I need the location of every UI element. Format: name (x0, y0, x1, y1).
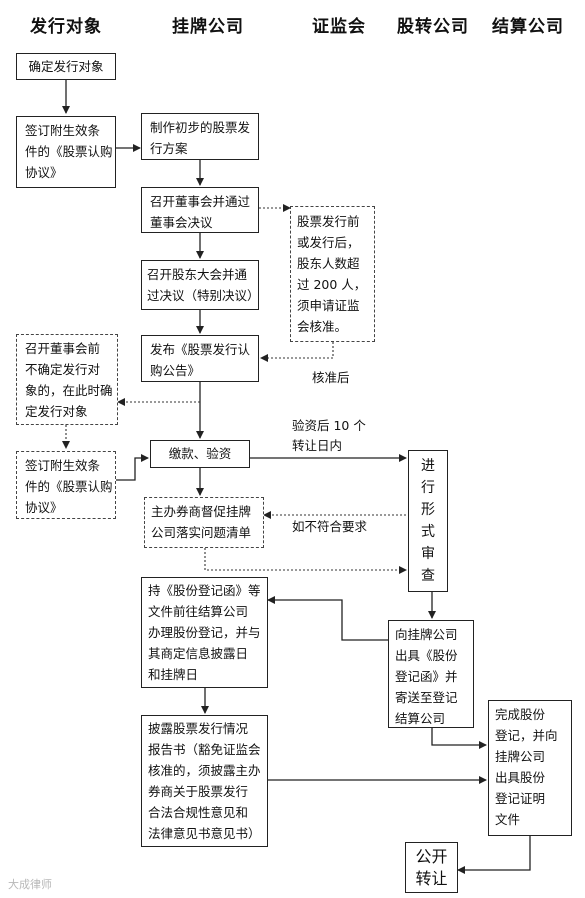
header-csrc: 证监会 (312, 17, 366, 37)
box-complete-share-registration: 完成股份 登记，并向 挂牌公司 出具股份 登记证明 文件 (488, 700, 572, 836)
label-approved: 核准后 (312, 370, 350, 385)
header-issue-target: 发行对象 (30, 17, 102, 37)
header-listed-company: 挂牌公司 (172, 17, 244, 37)
box-disclose-issuance-report: 披露股票发行情况 报告书（豁免证监会 核准的，须披露主办 券商关于股票发行 合法… (141, 715, 268, 847)
box-sponsor-fix-issues: 主办券商督促挂牌 公司落实问题清单 (144, 497, 264, 548)
box-sign-subscription-agreement-2: 签订附生效条 件的《股票认购 协议》 (16, 451, 116, 519)
watermark: 大成律师 (8, 878, 52, 891)
box-formal-review: 进 行 形 式 审 查 (408, 450, 448, 592)
box-csrc-approval-note: 股票发行前 或发行后， 股东人数超 过 200 人， 须申请证监 会核准。 (290, 206, 375, 342)
box-confirm-issue-target: 确定发行对象 (16, 53, 116, 80)
box-shareholders-meeting: 召开股东大会并通 过决议（特别决议） (141, 260, 260, 310)
box-payment-verification: 缴款、验资 (150, 440, 250, 468)
box-issue-registration-letter: 向挂牌公司 出具《股份 登记函》并 寄送至登记 结算公司 (388, 620, 474, 728)
header-neeq: 股转公司 (397, 17, 469, 37)
box-publish-subscription-notice: 发布《股票发行认 购公告》 (141, 335, 259, 382)
box-undetermined-target-note: 召开董事会前 不确定发行对 象的，在此时确 定发行对象 (16, 334, 118, 425)
label-after-verify-2: 转让日内 (292, 438, 343, 453)
box-board-meeting: 召开董事会并通过 董事会决议 (141, 187, 259, 233)
label-after-verify-1: 验资后 10 个 (292, 418, 366, 433)
box-public-transfer: 公开 转让 (405, 842, 458, 893)
box-prelim-issuance-plan: 制作初步的股票发 行方案 (141, 113, 259, 160)
label-nonconforming: 如不符合要求 (292, 519, 368, 534)
header-clearing: 结算公司 (492, 17, 564, 37)
box-sign-subscription-agreement: 签订附生效条 件的《股票认购 协议》 (16, 116, 116, 188)
box-register-shares: 持《股份登记函》等 文件前往结算公司 办理股份登记，并与 其商定信息披露日 和挂… (141, 577, 268, 688)
